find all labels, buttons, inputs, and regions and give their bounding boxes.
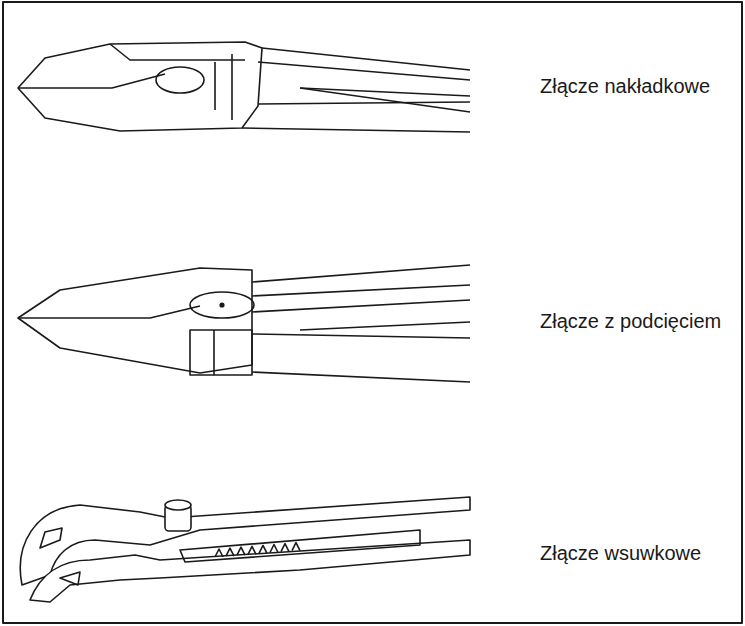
joint-label: Złącze nakładkowe: [540, 74, 710, 98]
slot-tooth: [259, 545, 267, 553]
slot-tooth: [281, 544, 289, 552]
joint-label: Złącze wsuwkowe: [540, 541, 701, 565]
joint-label: Złącze z podcięciem: [540, 309, 721, 333]
pliers-undercut-joint: [18, 265, 470, 382]
pliers-overlap-joint: [18, 42, 470, 132]
frame: [3, 2, 742, 623]
slot-tooth: [270, 545, 278, 553]
slot-tooth: [292, 543, 300, 551]
slot-tooth: [248, 546, 256, 554]
pliers-slip-joint: [20, 497, 470, 602]
slot-tooth: [226, 548, 234, 556]
slot-tooth: [215, 549, 223, 557]
slot-tooth: [237, 547, 245, 555]
